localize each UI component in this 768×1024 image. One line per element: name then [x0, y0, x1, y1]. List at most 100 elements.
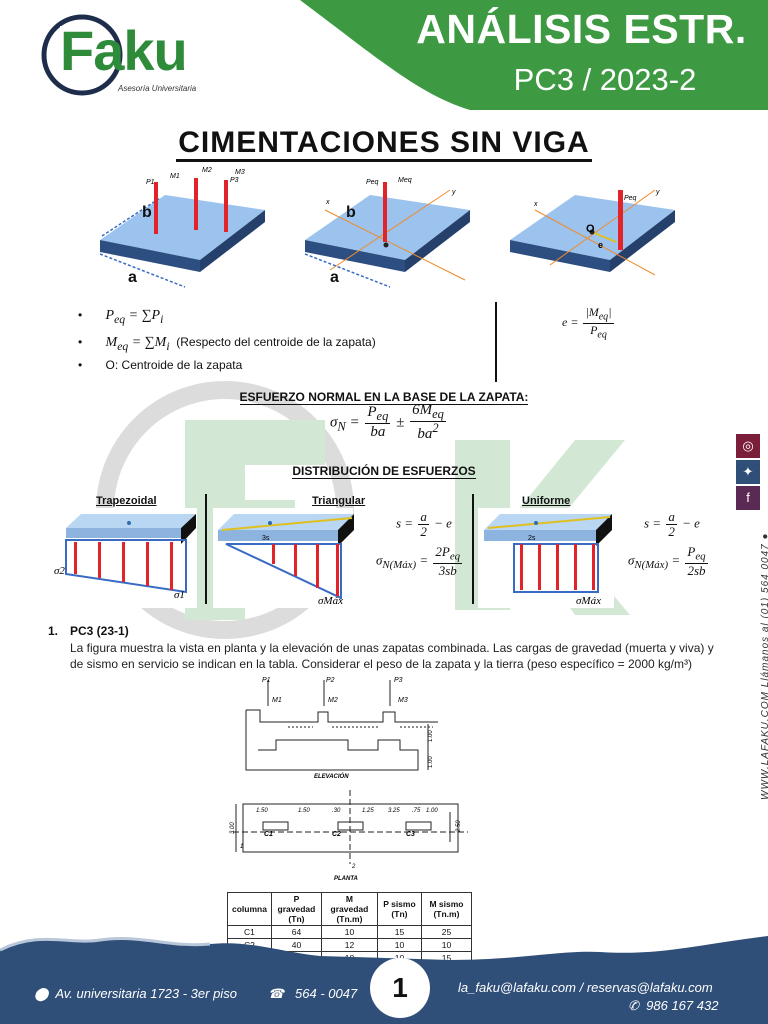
- side-contact-text-content: WWW.LAFAKU.COM Llámanos al (01) 564 0047…: [760, 532, 768, 800]
- stress-distribution-diagrams: σ2 σ1 σMáx 3s σMáx 2s: [37, 508, 614, 608]
- footer-emails[interactable]: la_faku@lafaku.com / reservas@lafaku.com: [458, 980, 713, 995]
- distribution-section-title-text: DISTRIBUCIÓN DE ESFUERZOS: [292, 464, 476, 479]
- label-x-3: x: [533, 201, 538, 208]
- stress-section-title: ESFUERZO NORMAL EN LA BASE DE LA ZAPATA:: [0, 390, 768, 405]
- table-header: P gravedad (Tn): [270, 892, 322, 926]
- drawing-d250: 2.50: [456, 820, 462, 833]
- label-sigma-2: σ2: [54, 565, 65, 577]
- label-o: O: [586, 223, 595, 235]
- instagram-icon[interactable]: ◎: [736, 434, 760, 458]
- course-code: PC3 / 2023-2: [513, 62, 697, 97]
- problem-number: 1.: [48, 624, 59, 638]
- label-p1: P1: [146, 179, 155, 186]
- distribution-section-title: DISTRIBUCIÓN DE ESFUERZOS: [0, 464, 768, 479]
- drawing-dim-100b: 1.00: [428, 756, 434, 768]
- footing-1: [99, 178, 265, 288]
- label-peq: Peq: [366, 179, 379, 186]
- bullet-meq: • Meq = ∑Mi (Respecto del centroide de l…: [78, 335, 376, 353]
- drawing-dim-100a: 1.00: [428, 730, 434, 742]
- triangular-diagram: [213, 508, 354, 608]
- facebook-icon[interactable]: f: [736, 486, 760, 510]
- footer-whatsapp[interactable]: ✆ 986 167 432: [628, 998, 718, 1014]
- label-sigma-max-uni: σMáx: [576, 595, 601, 607]
- location-icon: ⬤: [34, 986, 49, 1001]
- label-y-2: y: [451, 189, 456, 196]
- label-2s: 2s: [528, 535, 536, 542]
- label-a-2: a: [330, 269, 339, 286]
- table-header: M sismo (Tn.m): [420, 892, 472, 926]
- whatsapp-icon: ✆: [628, 998, 639, 1013]
- main-title-text: CIMENTACIONES SIN VIGA: [176, 126, 592, 162]
- drawing-d75: .75: [412, 808, 421, 814]
- drawing-d150a: 1.50: [256, 808, 268, 814]
- drawing-m3: M3: [398, 697, 408, 704]
- course-title: ANÁLISIS ESTR.: [416, 6, 747, 52]
- table-header: P sismo (Tn): [376, 892, 422, 926]
- table-row: C1 64 10 15 25: [227, 925, 472, 939]
- label-p3: P3: [230, 177, 239, 184]
- stress-section-title-text: ESFUERZO NORMAL EN LA BASE DE LA ZAPATA:: [239, 390, 529, 405]
- footing-3: [510, 189, 675, 276]
- problem-title: PC3 (23-1): [70, 624, 129, 638]
- drawing-d100: 1.00: [426, 808, 438, 814]
- drawing-cut-2: 2: [351, 864, 356, 870]
- drawing-c1: C1: [264, 831, 273, 838]
- table-header: M gravedad (Tn.m): [320, 892, 378, 926]
- label-b-2: b: [346, 204, 356, 221]
- bullet-peq: • Peq = ∑Pi: [78, 308, 164, 326]
- header-band: [300, 0, 768, 110]
- drawing-m2: M2: [328, 697, 338, 704]
- footer-phone-text: 564 - 0047: [295, 986, 358, 1001]
- drawing-elevation-label: ELEVACIÓN: [314, 773, 349, 780]
- footer-whatsapp-text: 986 167 432: [646, 998, 719, 1013]
- twitter-icon[interactable]: ✦: [736, 460, 760, 484]
- drawing-c3: C3: [406, 831, 415, 838]
- logo-wordmark: Faku: [60, 19, 188, 82]
- logo-tagline: Asesoría Universitaria: [118, 84, 197, 93]
- label-x-2: x: [325, 199, 330, 206]
- side-contact-text: WWW.LAFAKU.COM Llámanos al (01) 564 0047…: [748, 520, 768, 800]
- label-peq-3: Peq: [624, 195, 637, 202]
- bullet-meq-note: (Respecto del centroide de la zapata): [176, 335, 376, 349]
- label-sigma-max-tri: σMáx: [318, 595, 343, 607]
- label-sigma-1: σ1: [174, 589, 185, 601]
- drawing-cut-1: 1: [240, 844, 243, 850]
- label-m2: M2: [202, 167, 212, 174]
- label-y-3: y: [655, 189, 660, 196]
- drawing-d30a: .30: [332, 808, 341, 814]
- page-number: 1: [370, 958, 430, 1018]
- label-3s: 3s: [262, 535, 270, 542]
- drawing-p1: P1: [262, 677, 271, 684]
- footing-diagrams: b a P1 M1 M2 M3 P3 b a Peq Meq x y Peq x…: [99, 167, 675, 288]
- drawing-p3: P3: [394, 677, 403, 684]
- table-header: columna: [227, 892, 272, 926]
- footing-2: [304, 182, 470, 288]
- label-triangular: Triangular: [312, 495, 366, 507]
- footer-phone[interactable]: ☎ 564 - 0047: [268, 986, 357, 1002]
- divider-line: [495, 302, 497, 382]
- eccentricity-formula: e = |Meq|Peq: [562, 305, 614, 341]
- bullet-centroid-text: O: Centroide de la zapata: [105, 358, 243, 372]
- trapezoidal-diagram: [37, 508, 197, 608]
- footer-address-text: Av. universitaria 1723 - 3er piso: [55, 986, 237, 1001]
- label-m1: M1: [170, 173, 180, 180]
- main-title: CIMENTACIONES SIN VIGA: [0, 126, 768, 162]
- label-uniforme: Uniforme: [522, 495, 571, 507]
- footer-address: ⬤ Av. universitaria 1723 - 3er piso: [34, 986, 237, 1002]
- label-meq: Meq: [398, 177, 412, 184]
- drawing-d325: 3.25: [388, 808, 400, 814]
- drawing-plan-label: PLANTA: [334, 876, 358, 882]
- drawing-d150b: 1.50: [298, 808, 310, 814]
- label-e: e: [598, 240, 603, 250]
- label-m3: M3: [235, 169, 245, 176]
- divider-1: [205, 494, 207, 604]
- label-trapezoidal: Trapezoidal: [96, 495, 157, 507]
- divider-2: [472, 494, 474, 604]
- table-header-row: columna P gravedad (Tn) M gravedad (Tn.m…: [227, 892, 472, 926]
- drawing-p2: P2: [326, 677, 335, 684]
